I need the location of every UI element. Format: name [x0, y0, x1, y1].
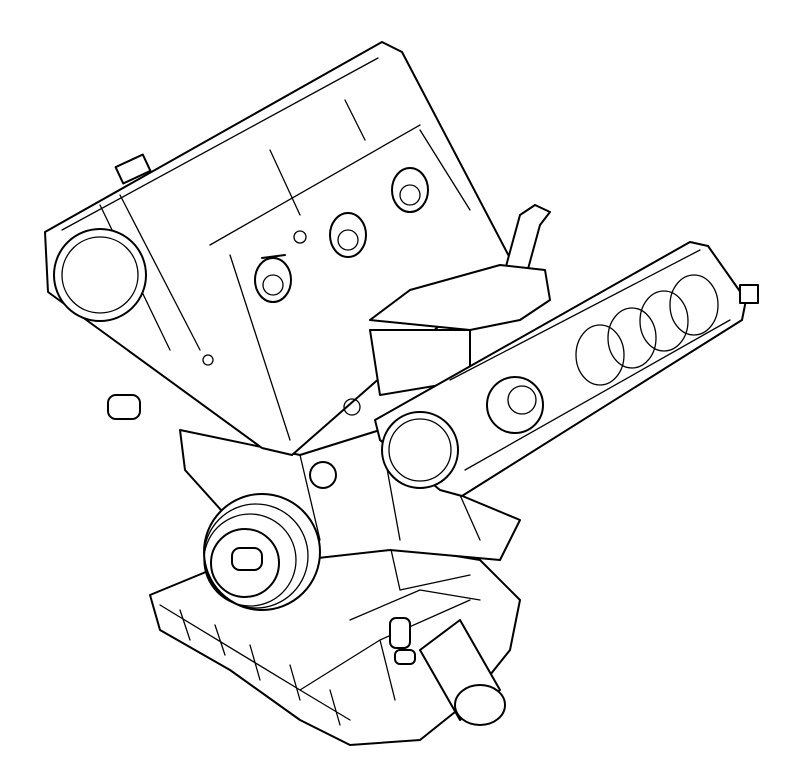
left-stud [107, 394, 141, 420]
right-cylinder-head [369, 241, 759, 497]
mount-tab [114, 153, 152, 185]
oil-filter [389, 617, 506, 726]
exhaust-ports [575, 274, 719, 386]
stud [739, 284, 759, 304]
right-camshaft-cap [381, 411, 459, 489]
intake-ports [202, 167, 429, 416]
sensor-plug [309, 461, 337, 489]
fitting [389, 617, 411, 649]
crankshaft-pulley [203, 493, 321, 611]
idler-pulley [486, 376, 544, 434]
camshaft-cover-cap [53, 228, 147, 322]
valve-cover-top [369, 264, 551, 331]
